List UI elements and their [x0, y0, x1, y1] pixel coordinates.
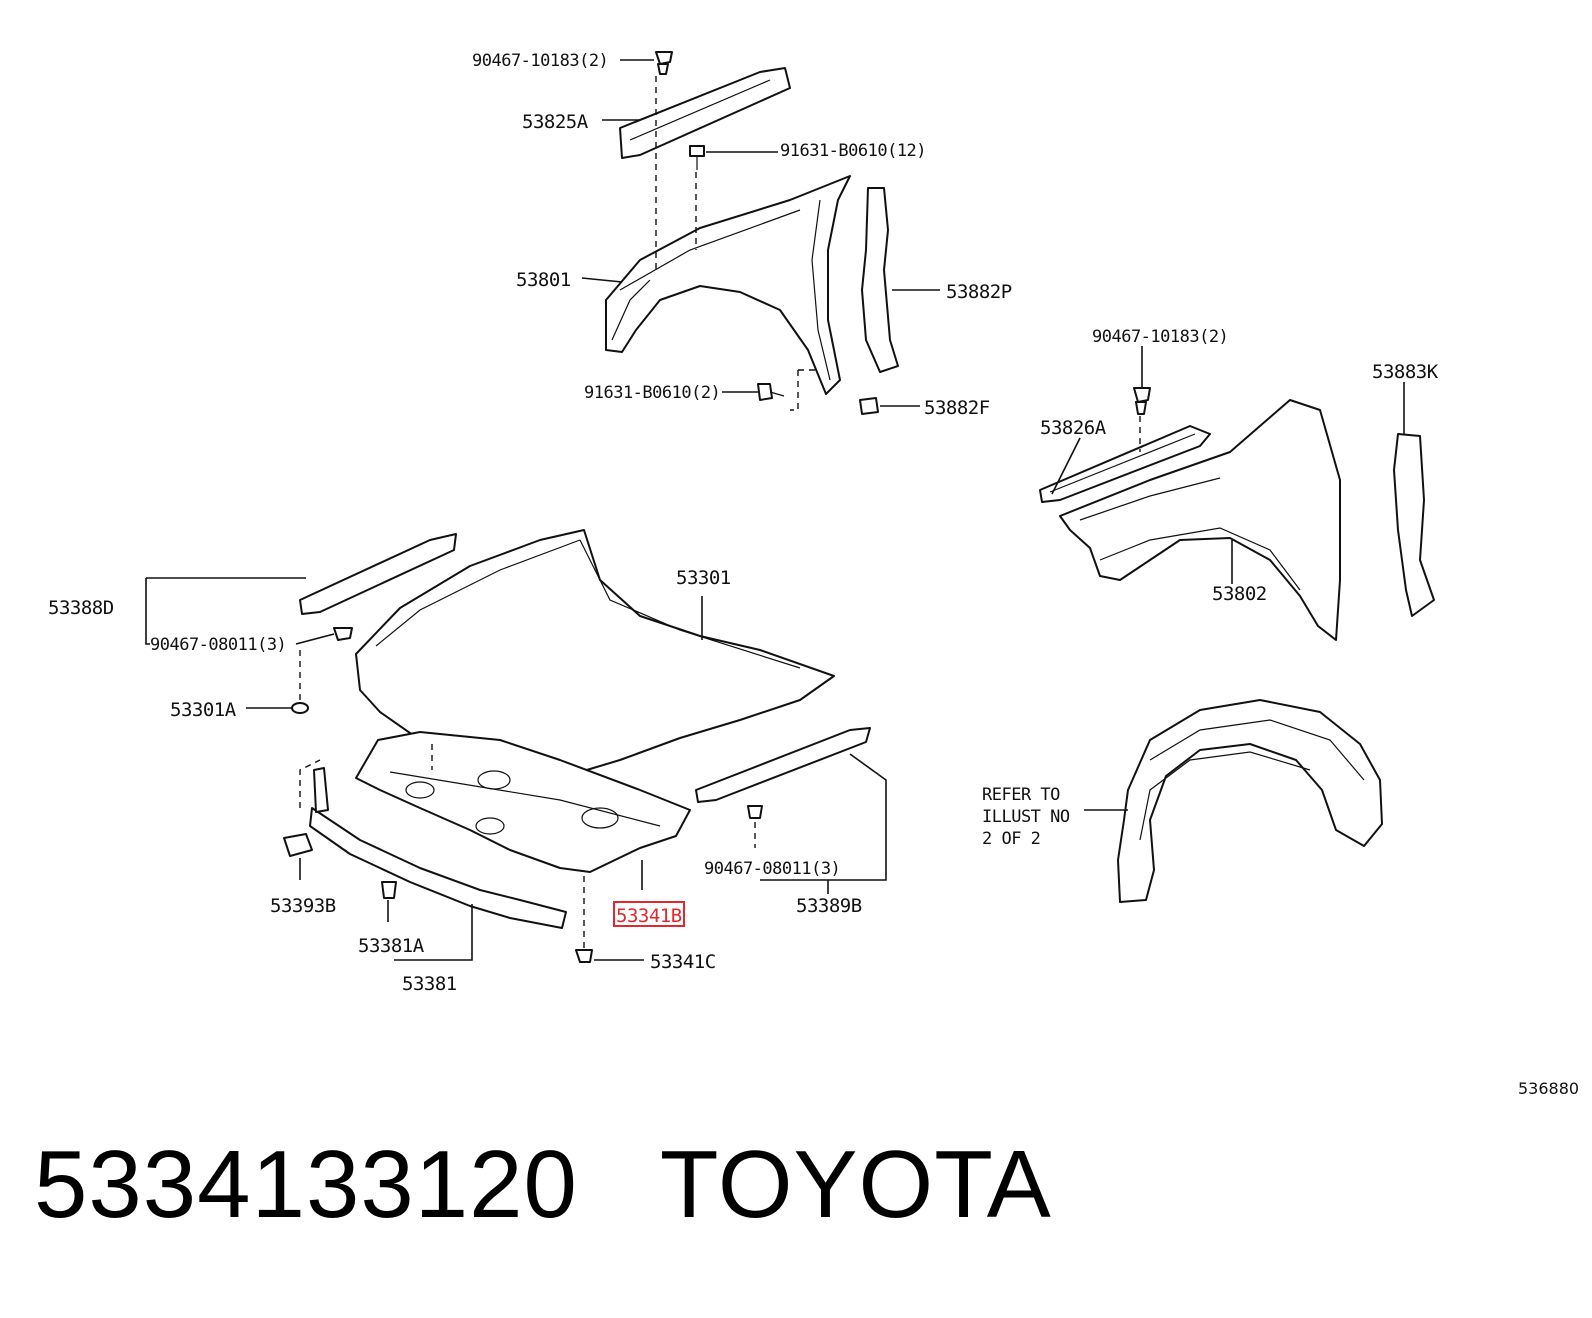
label-53825A[interactable]: 53825A [522, 111, 589, 133]
label-90467-08011-left[interactable]: 90467-08011(3) [150, 635, 287, 655]
brand-name: TOYOTA [659, 1131, 1052, 1238]
label-90467-10183-right[interactable]: 90467-10183(2) [1092, 327, 1229, 347]
refer-note-line1: REFER TO [982, 785, 1060, 805]
label-53882P[interactable]: 53882P [946, 281, 1012, 303]
diagram-code: 536880 [1518, 1079, 1579, 1098]
label-53381A[interactable]: 53381A [358, 935, 425, 957]
label-53389B[interactable]: 53389B [796, 895, 862, 917]
label-53388D[interactable]: 53388D [48, 597, 114, 619]
refer-note-line2: ILLUST NO [982, 807, 1070, 827]
label-91631-B0610-12[interactable]: 91631-B0610(12) [780, 141, 927, 161]
label-53301A[interactable]: 53301A [170, 699, 237, 721]
label-90467-10183-top[interactable]: 90467-10183(2) [472, 51, 609, 71]
label-53301[interactable]: 53301 [676, 567, 731, 589]
label-53381[interactable]: 53381 [402, 973, 457, 995]
label-53393B[interactable]: 53393B [270, 895, 336, 917]
label-53882F[interactable]: 53882F [924, 397, 990, 419]
hood-assembly [283, 529, 871, 963]
fender-liner [1117, 699, 1383, 903]
part-number: 5334133120 [34, 1131, 578, 1238]
label-90467-08011-right[interactable]: 90467-08011(3) [704, 859, 841, 879]
leader-lines [145, 59, 1405, 961]
label-91631-B0610-2[interactable]: 91631-B0610(2) [584, 383, 721, 403]
part-labels: 90467-10183(2) 53825A 91631-B0610(12) 53… [48, 51, 1579, 1098]
label-53883K[interactable]: 53883K [1372, 361, 1439, 383]
label-53802[interactable]: 53802 [1212, 583, 1267, 605]
fender-assembly-right [1039, 387, 1435, 641]
label-53826A[interactable]: 53826A [1040, 417, 1107, 439]
fender-assembly-left [605, 51, 899, 415]
label-53801[interactable]: 53801 [516, 269, 571, 291]
label-53341C[interactable]: 53341C [650, 951, 716, 973]
footer-caption: 5334133120 TOYOTA [34, 1130, 1052, 1240]
highlight-box-53341B [613, 901, 685, 927]
label-53341B[interactable]: 53341B [616, 905, 682, 927]
refer-note-line3: 2 OF 2 [982, 829, 1040, 849]
